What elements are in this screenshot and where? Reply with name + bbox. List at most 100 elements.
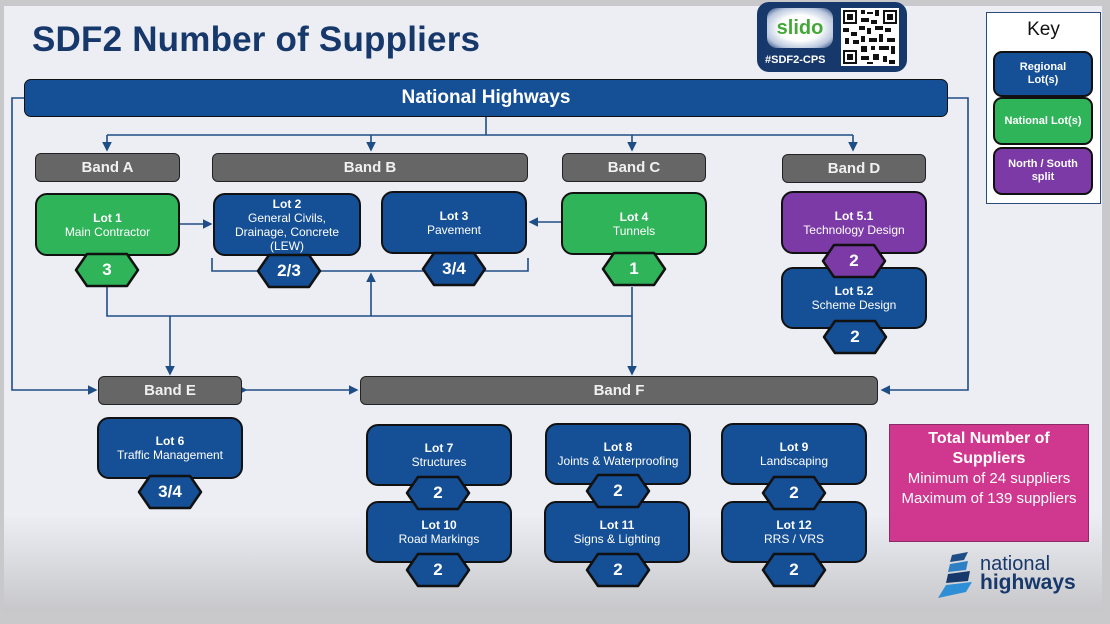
lot-4-box[interactable]: Lot 4 Tunnels xyxy=(561,192,707,255)
supplier-count-badge-lot-7: 2 xyxy=(405,475,471,511)
supplier-count-badge-lot-5-1: 2 xyxy=(821,243,887,279)
lot-name: Lot 4 xyxy=(619,209,649,224)
lot-name: Lot 10 xyxy=(421,518,457,532)
lot-name: Lot 6 xyxy=(155,434,185,448)
root-national-highways[interactable]: National Highways xyxy=(24,79,948,117)
hexagon-icon xyxy=(601,251,667,287)
lot-name: Lot 5.2 xyxy=(834,284,874,298)
supplier-count-badge-lot-5-2: 2 xyxy=(822,319,888,355)
brand-line-2: highways xyxy=(980,571,1076,594)
lot-desc: RRS / VRS xyxy=(763,532,824,546)
supplier-count-badge-lot-2: 2/3 xyxy=(256,253,322,289)
key-item-label: North / South split xyxy=(1008,158,1078,183)
hexagon-icon xyxy=(585,552,651,588)
lot-name: Lot 3 xyxy=(439,208,469,223)
hexagon-icon xyxy=(821,243,887,279)
supplier-count: 3/4 xyxy=(442,259,466,278)
hexagon-icon xyxy=(405,552,471,588)
supplier-count-badge-lot-6: 3/4 xyxy=(137,474,203,510)
hexagon-icon xyxy=(137,474,203,510)
lot-desc: Structures xyxy=(411,455,467,469)
lot-name: Lot 1 xyxy=(93,210,122,225)
supplier-count-badge-lot-3: 3/4 xyxy=(421,251,487,287)
key-item-label: National Lot(s) xyxy=(1004,114,1082,127)
supplier-count-badge-lot-1: 3 xyxy=(74,252,140,288)
lot-desc: Road Markings xyxy=(398,532,480,546)
lot-3-box[interactable]: Lot 3 Pavement xyxy=(381,191,527,254)
lot-desc: Landscaping xyxy=(759,454,829,468)
lot-desc: Joints & Waterproofing xyxy=(557,454,679,468)
hexagon-icon xyxy=(405,475,471,511)
lot-desc: Pavement xyxy=(426,222,482,237)
key-title: Key xyxy=(1027,19,1060,40)
hexagon-icon xyxy=(822,319,888,355)
brand-line-1: national xyxy=(980,553,1051,575)
lot-2-box[interactable]: Lot 2 General Civils, Drainage, Concrete… xyxy=(213,193,361,256)
lot-6-box[interactable]: Lot 6 Traffic Management xyxy=(97,417,243,479)
highways-logo-icon xyxy=(938,552,972,598)
band-c[interactable]: Band C xyxy=(562,153,706,182)
total-heading: Total Number of Suppliers xyxy=(928,430,1050,467)
lot-10-box[interactable]: Lot 10 Road Markings xyxy=(366,501,512,563)
supplier-count-badge-lot-10: 2 xyxy=(405,552,471,588)
supplier-count: 2 xyxy=(433,483,443,502)
hexagon-icon xyxy=(256,253,322,289)
supplier-count: 3/4 xyxy=(158,482,182,501)
page-title: SDF2 Number of Suppliers xyxy=(32,20,481,59)
supplier-count-badge-lot-4: 1 xyxy=(601,251,667,287)
key-item-regional: Regional Lot(s) xyxy=(993,51,1093,97)
hexagon-icon xyxy=(74,252,140,288)
lot-7-box[interactable]: Lot 7 Structures xyxy=(366,424,512,486)
supplier-count-badge-lot-11: 2 xyxy=(585,552,651,588)
lot-name: Lot 8 xyxy=(603,440,633,454)
supplier-count-badge-lot-12: 2 xyxy=(761,552,827,588)
lot-desc: Technology Design xyxy=(803,222,905,237)
lot-name: Lot 2 xyxy=(272,196,302,211)
hexagon-icon xyxy=(421,251,487,287)
supplier-count: 2 xyxy=(613,560,623,579)
key-item-north-south: North / South split xyxy=(993,147,1093,195)
supplier-count: 2 xyxy=(613,481,623,500)
total-suppliers-box: Total Number of Suppliers Minimum of 24 … xyxy=(889,424,1089,542)
lot-name: Lot 11 xyxy=(599,518,635,532)
hexagon-icon xyxy=(761,475,827,511)
supplier-count: 2/3 xyxy=(277,261,301,280)
supplier-count: 2 xyxy=(789,483,799,502)
qr-code-icon[interactable] xyxy=(841,8,899,66)
supplier-count: 2 xyxy=(433,560,443,579)
band-a[interactable]: Band A xyxy=(35,153,180,182)
hexagon-icon xyxy=(585,473,651,509)
lot-desc: Main Contractor xyxy=(64,224,151,239)
lot-name: Lot 5.1 xyxy=(834,208,874,223)
hexagon-icon xyxy=(761,552,827,588)
lot-8-box[interactable]: Lot 8 Joints & Waterproofing xyxy=(545,423,691,485)
supplier-count: 1 xyxy=(629,259,639,278)
band-f[interactable]: Band F xyxy=(360,376,878,405)
band-b[interactable]: Band B xyxy=(212,153,528,182)
lot-name: Lot 9 xyxy=(779,440,809,454)
lot-11-box[interactable]: Lot 11 Signs & Lighting xyxy=(544,501,690,563)
supplier-count: 2 xyxy=(789,560,799,579)
supplier-count: 2 xyxy=(850,327,860,346)
lot-12-box[interactable]: Lot 12 RRS / VRS xyxy=(721,501,867,563)
band-e[interactable]: Band E xyxy=(98,376,242,405)
slido-logo: slido xyxy=(767,8,833,48)
lot-desc: Signs & Lighting xyxy=(573,532,661,546)
lot-name: Lot 12 xyxy=(776,518,812,532)
key-item-label: Regional Lot(s) xyxy=(1019,61,1067,86)
lot-name: Lot 7 xyxy=(424,441,454,455)
lot-desc: Scheme Design xyxy=(811,298,897,312)
slido-badge[interactable]: slido #SDF2-CPS xyxy=(757,2,907,72)
lot-desc: General Civils, Drainage, Concrete (LEW) xyxy=(234,210,340,253)
supplier-count-badge-lot-8: 2 xyxy=(585,473,651,509)
band-d[interactable]: Band D xyxy=(782,154,926,183)
supplier-count: 2 xyxy=(849,251,859,270)
supplier-count-badge-lot-9: 2 xyxy=(761,475,827,511)
legend-key: Key Regional Lot(s) National Lot(s) Nort… xyxy=(986,12,1101,204)
key-item-national: National Lot(s) xyxy=(993,97,1093,145)
lot-desc: Tunnels xyxy=(612,223,656,238)
national-highways-logo: national highways xyxy=(938,552,1088,598)
supplier-count: 3 xyxy=(102,260,112,279)
lot-1-box[interactable]: Lot 1 Main Contractor xyxy=(35,193,180,256)
total-min: Minimum of 24 suppliers xyxy=(907,470,1071,487)
